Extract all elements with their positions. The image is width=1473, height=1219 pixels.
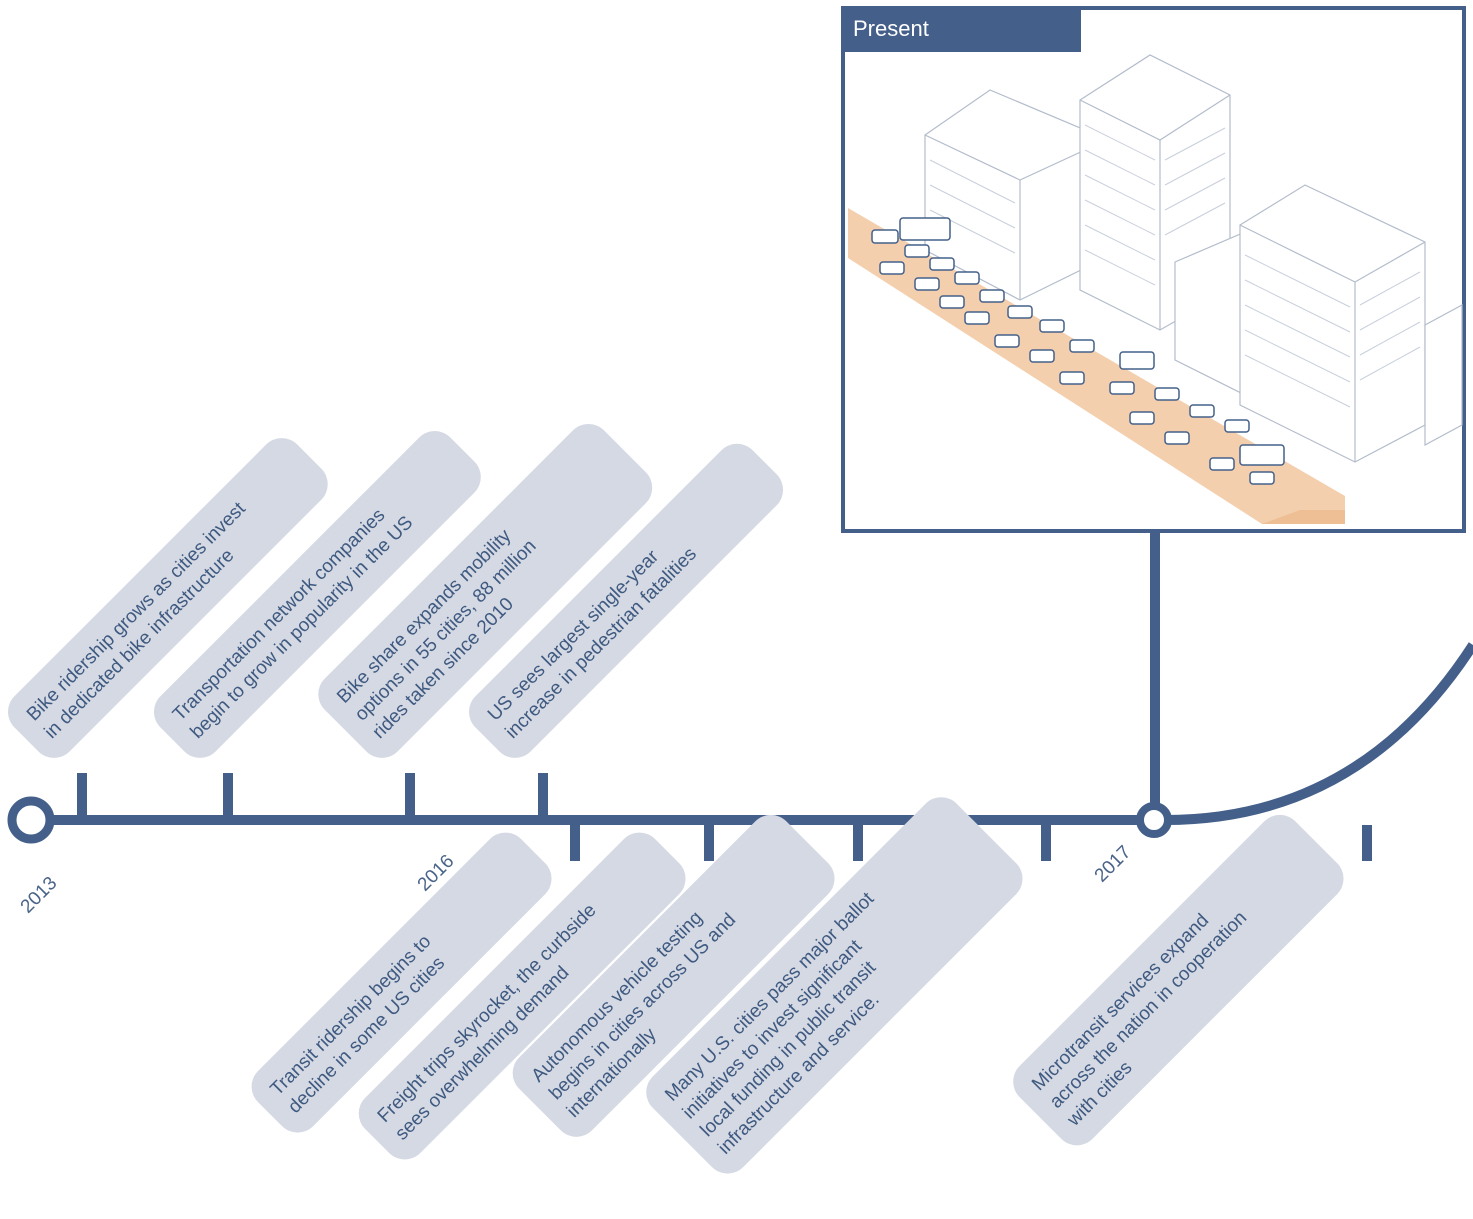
present-node [1136, 802, 1172, 838]
road [848, 208, 1345, 524]
event-below-1-bubble [358, 832, 686, 1160]
year-label-2017: 2017 [1091, 842, 1136, 887]
event-above-1-bubble [153, 431, 481, 758]
event-below-3-bubble [646, 797, 1023, 1174]
event-below-4-bubble [1013, 814, 1344, 1146]
building-edge [1424, 303, 1463, 447]
event-below-2-bubble [512, 814, 835, 1137]
window-rows [929, 124, 1421, 408]
event-above-2-bubble [318, 423, 653, 758]
event-above-0-bubble [7, 438, 328, 758]
crosswalk [1262, 510, 1345, 524]
timeline-curve [1164, 642, 1473, 825]
present-panel: Present [841, 6, 1466, 533]
street-illustration [848, 54, 1463, 524]
event-below-0-bubble [251, 832, 552, 1133]
year-label-2013: 2013 [17, 873, 62, 918]
present-label: Present [853, 16, 929, 41]
start-node [7, 796, 55, 844]
vehicles [871, 217, 1285, 485]
present-label-tab [843, 8, 1081, 52]
event-above-3-bubble [468, 443, 784, 758]
tick-marks [77, 773, 1372, 861]
